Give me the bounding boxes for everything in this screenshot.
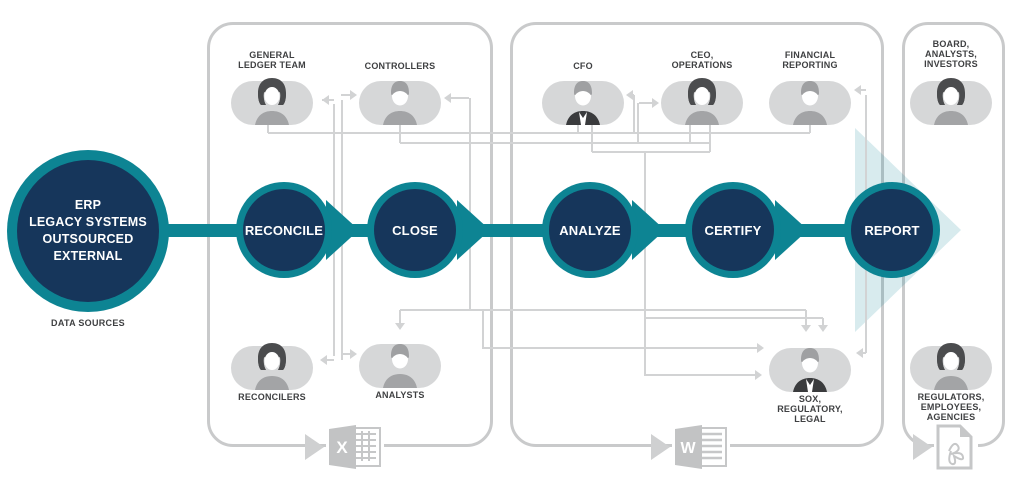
stage-certify: CERTIFY xyxy=(685,182,808,278)
connector-line xyxy=(483,347,759,349)
arrowhead-icon xyxy=(801,325,811,332)
regulators-employees-agencies-person-icon xyxy=(910,334,992,390)
stage-label: REPORT xyxy=(864,222,920,238)
arrowhead-icon xyxy=(395,323,405,330)
connector-line xyxy=(482,309,484,349)
connector-line xyxy=(639,102,653,104)
reconcilers-label: RECONCILERS xyxy=(238,392,306,402)
word-file-icon: W xyxy=(675,424,729,475)
arrowhead-icon xyxy=(818,325,828,332)
stage-analyze: ANALYZE xyxy=(542,182,665,278)
pdf-output-arrowhead-icon xyxy=(913,434,932,460)
arrowhead-icon xyxy=(350,349,357,359)
data-sources-caption: DATA SOURCES xyxy=(51,318,125,328)
controllers-person-icon xyxy=(359,69,441,125)
financial-reporting-person-icon xyxy=(769,69,851,125)
ceo-operations-label: CEO, OPERATIONS xyxy=(671,50,733,70)
pdf-swirl-icon xyxy=(948,442,965,466)
excel-output-arrowhead-icon xyxy=(305,434,324,460)
arrowhead-icon xyxy=(856,348,863,358)
source-title: ERP LEGACY SYSTEMS OUTSOURCED EXTERNAL xyxy=(29,198,147,263)
general-ledger-team-label: GENERAL LEDGER TEAM xyxy=(238,50,306,70)
stage-label: CERTIFY xyxy=(704,222,762,238)
connector-line xyxy=(644,151,646,376)
connector-line xyxy=(341,353,353,355)
analysts-label: ANALYSTS xyxy=(375,390,425,400)
arrowhead-icon xyxy=(322,95,329,105)
stage-report: REPORT xyxy=(844,182,940,278)
connector-line xyxy=(400,309,806,311)
connector-line xyxy=(856,89,866,91)
financial-reporting-label: FINANCIAL REPORTING xyxy=(782,50,838,70)
connector-line xyxy=(645,317,823,319)
connector-line xyxy=(822,318,824,328)
stage-reconcile: RECONCILE xyxy=(236,182,359,278)
connector-line xyxy=(399,310,401,326)
connector-line xyxy=(709,118,711,152)
connector-line xyxy=(399,118,401,143)
excel-file-icon: X xyxy=(329,424,383,475)
arrowhead-icon xyxy=(757,343,764,353)
regulators-employees-agencies-label: REGULATORS, EMPLOYEES, AGENCIES xyxy=(917,392,985,422)
arrowhead-icon xyxy=(854,85,861,95)
stage-label: CLOSE xyxy=(392,222,438,238)
reconcilers-person-icon xyxy=(231,334,313,390)
cfo-label: CFO xyxy=(573,61,593,71)
data-sources-node: ERP LEGACY SYSTEMS OUTSOURCED EXTERNAL xyxy=(7,150,169,312)
connector-line xyxy=(446,97,469,99)
sox-regulatory-legal-label: SOX, REGULATORY, LEGAL xyxy=(777,394,843,424)
stage-close: CLOSE xyxy=(367,182,490,278)
connector-line xyxy=(322,359,334,361)
connector-line xyxy=(645,374,755,376)
general-ledger-team-person-icon xyxy=(231,69,313,125)
connector-line xyxy=(805,310,807,328)
connector-line xyxy=(577,118,579,133)
arrowhead-icon xyxy=(652,98,659,108)
connector-line xyxy=(268,132,810,134)
arrowhead-icon xyxy=(350,90,357,100)
connector-line xyxy=(591,118,593,152)
excel-letter: X xyxy=(336,438,348,457)
connector-line xyxy=(633,95,635,133)
source-core: ERP LEGACY SYSTEMS OUTSOURCED EXTERNAL xyxy=(17,160,159,302)
connector-line xyxy=(809,118,811,133)
analysts-person-icon xyxy=(359,332,441,388)
ceo-operations-person-icon xyxy=(661,69,743,125)
connector-line xyxy=(267,118,269,133)
board-analysts-investors-label: BOARD, ANALYSTS, INVESTORS xyxy=(924,39,978,69)
cfo-person-icon xyxy=(542,69,624,125)
connector-line xyxy=(592,151,710,153)
stage-label: ANALYZE xyxy=(559,222,621,238)
board-analysts-investors-person-icon xyxy=(910,69,992,125)
arrowhead-icon xyxy=(320,355,327,365)
connector-line xyxy=(689,118,691,143)
connector-line xyxy=(400,142,710,144)
arrowhead-icon xyxy=(755,370,762,380)
word-output-arrowhead-icon xyxy=(651,434,670,460)
connector-line xyxy=(341,94,353,96)
sox-regulatory-legal-person-icon xyxy=(769,336,851,392)
controllers-label: CONTROLLERS xyxy=(364,61,436,71)
stage-label: RECONCILE xyxy=(244,222,324,238)
pdf-file-icon xyxy=(936,424,974,475)
arrowhead-icon xyxy=(444,93,451,103)
arrowhead-icon xyxy=(626,90,633,100)
word-letter: W xyxy=(680,440,696,457)
connector-line xyxy=(637,103,639,143)
